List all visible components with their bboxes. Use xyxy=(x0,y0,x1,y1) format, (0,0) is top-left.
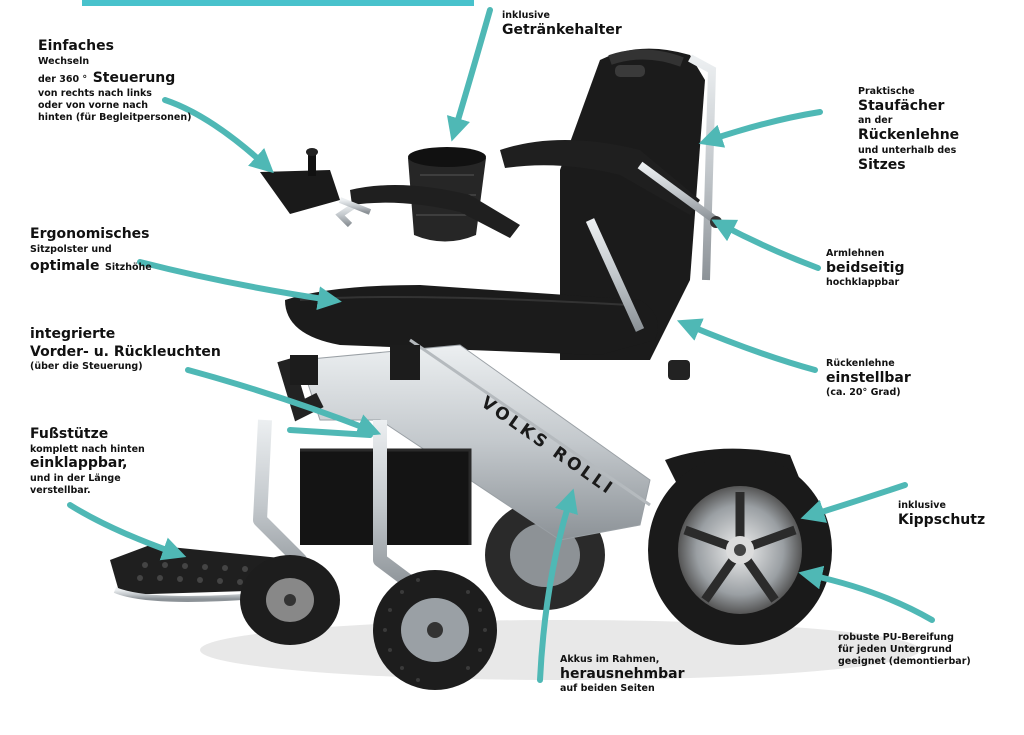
callout-backrest: Rückenlehne einstellbar (ca. 20° Grad) xyxy=(826,358,911,399)
arrow-control xyxy=(162,97,274,174)
front-light xyxy=(290,355,318,385)
left-armrest xyxy=(335,185,520,238)
callout-armrest-line3: hochklappbar xyxy=(826,277,900,289)
callout-footrest-line5: verstellbar. xyxy=(30,484,91,496)
arrow-footrest xyxy=(67,502,187,561)
callout-control-line6: hinten (für Begleitpersonen) xyxy=(38,111,192,123)
arrow-armrest xyxy=(711,219,821,271)
callout-seat-line1: Ergonomisches xyxy=(30,226,150,242)
arrow-lights-stub xyxy=(287,427,373,438)
callout-storage-line4: Rückenlehne xyxy=(858,127,960,144)
callout-backrest-line2: einstellbar xyxy=(826,369,911,386)
callout-control-line4: von rechts nach links xyxy=(38,87,152,99)
callout-seat: Ergonomisches Sitzpolster und optimale S… xyxy=(30,226,152,276)
arrow-battery xyxy=(537,488,578,683)
callout-tires: robuste PU-Bereifung für jeden Untergrun… xyxy=(838,632,971,668)
callout-lights-line2: Vorder- u. Rückleuchten xyxy=(30,343,221,360)
callout-control-line3b: Steuerung xyxy=(92,70,176,87)
callout-storage-line2: Staufächer xyxy=(858,97,945,114)
callout-storage: Praktische Staufächer an der Rückenlehne… xyxy=(858,86,959,174)
backrest-strut xyxy=(585,218,645,332)
callout-footrest-line3: einklappbar, xyxy=(30,455,128,472)
callout-footrest-line2: komplett nach hinten xyxy=(30,443,145,455)
callout-storage-line3: an der xyxy=(858,115,893,127)
callout-control-line3a: der 360 ° xyxy=(38,74,88,86)
callout-control: Einfaches Wechseln der 360 ° Steuerung v… xyxy=(38,38,191,124)
callout-backrest-line3: (ca. 20° Grad) xyxy=(826,387,901,399)
callout-footrest: Fußstütze komplett nach hinten einklappb… xyxy=(30,426,145,497)
callout-battery: Akkus im Rahmen, herausnehmbar auf beide… xyxy=(560,654,685,695)
callout-seat-line3a: optimale xyxy=(30,258,100,275)
callout-storage-line6: Sitzes xyxy=(858,156,906,173)
arrow-cupholder xyxy=(446,7,493,142)
callout-battery-line1: Akkus im Rahmen, xyxy=(560,654,660,665)
arrow-antitip xyxy=(800,482,908,523)
callout-footrest-line4: und in der Länge xyxy=(30,472,121,484)
arrow-backrest xyxy=(676,318,818,373)
arrow-lights xyxy=(185,367,382,437)
callout-backrest-line1: Rückenlehne xyxy=(826,358,895,369)
arrow-seat xyxy=(137,259,342,311)
callout-armrest-line2: beidseitig xyxy=(826,259,905,276)
callout-battery-line2: herausnehmbar xyxy=(560,665,685,682)
callout-cupholder-line1: inklusive xyxy=(502,10,550,21)
callout-seat-line3b: Sitzhöhe xyxy=(105,262,152,274)
callout-control-line2: Wechseln xyxy=(38,55,90,67)
callout-storage-line5: und unterhalb des xyxy=(858,144,957,156)
callout-armrest: Armlehnen beidseitig hochklappbar xyxy=(826,248,904,289)
callout-tires-line3: geeignet (demontierbar) xyxy=(838,655,971,667)
callout-control-line1: Einfaches xyxy=(38,38,114,54)
front-wheel-left xyxy=(240,555,340,645)
accent-bar xyxy=(82,0,474,6)
callout-lights-line3: (über die Steuerung) xyxy=(30,361,143,372)
callout-battery-line3: auf beiden Seiten xyxy=(560,683,655,695)
callout-footrest-line1: Fußstütze xyxy=(30,426,109,442)
callout-tires-line2: für jeden Untergrund xyxy=(838,643,952,655)
callout-lights: integrierte Vorder- u. Rückleuchten (übe… xyxy=(30,326,221,373)
callout-antitip-line1: inklusive xyxy=(898,500,946,511)
callout-control-line5: oder von vorne nach xyxy=(38,99,149,111)
callout-tires-line1: robuste PU-Bereifung xyxy=(838,632,954,643)
callout-armrest-line1: Armlehnen xyxy=(826,248,885,259)
callout-cupholder-line2: Getränkehalter xyxy=(502,21,622,38)
callout-lights-line1: integrierte xyxy=(30,326,116,342)
rear-right-wheel xyxy=(648,448,832,645)
callout-cupholder: inklusive Getränkehalter xyxy=(502,10,622,39)
callout-storage-line1: Praktische xyxy=(858,86,915,97)
arrow-storage xyxy=(698,109,823,148)
arrow-tires xyxy=(798,565,935,623)
joystick-control xyxy=(260,148,372,215)
callout-seat-line2: Sitzpolster und xyxy=(30,243,112,255)
callout-antitip-line2: Kippschutz xyxy=(898,511,986,528)
callout-antitip: inklusive Kippschutz xyxy=(898,500,985,529)
front-wheel-right xyxy=(373,570,497,690)
rear-light xyxy=(668,360,690,380)
